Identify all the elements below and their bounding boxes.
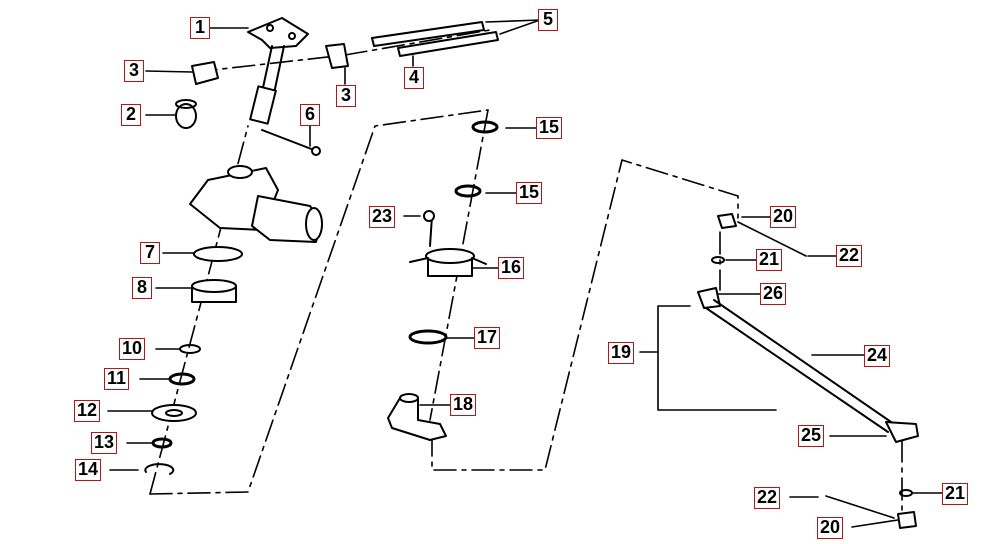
nut-20-lower (897, 511, 917, 529)
callout-20-lower: 20 (817, 517, 844, 539)
callout-24: 24 (864, 345, 891, 367)
callout-6: 6 (300, 104, 320, 126)
mounting-plate (247, 17, 309, 49)
washer-21-upper (711, 256, 725, 264)
bearing-11 (168, 372, 196, 386)
rod-end-25 (885, 421, 919, 443)
callout-12: 12 (74, 400, 101, 422)
callout-1: 1 (190, 17, 210, 39)
clip-14 (144, 463, 175, 475)
callout-21-upper: 21 (756, 249, 783, 271)
pin-22-upper (737, 221, 807, 257)
callout-2: 2 (121, 104, 141, 126)
callout-11: 11 (104, 368, 130, 390)
plate-12 (151, 404, 197, 422)
tie-rod-24 (705, 299, 895, 433)
washer-13 (151, 437, 173, 449)
ball-joint-26 (697, 287, 721, 309)
bearing-15-lower (454, 184, 482, 198)
callout-5: 5 (538, 9, 558, 31)
tie-rod-assembly (657, 213, 919, 529)
ring-17 (408, 329, 448, 345)
callout-21-lower: 21 (942, 483, 969, 505)
housing-assembly (387, 120, 499, 441)
bracket-left (191, 61, 219, 85)
callout-15-lower: 15 (516, 182, 543, 204)
callout-16: 16 (498, 257, 525, 279)
group-bracket-19 (657, 305, 777, 411)
bearing-15-upper (471, 120, 499, 134)
callout-22-lower: 22 (754, 487, 781, 509)
nut-20-upper (717, 213, 737, 229)
callout-19: 19 (608, 342, 635, 364)
callout-22-upper: 22 (836, 245, 863, 267)
callout-17: 17 (474, 327, 501, 349)
callout-7: 7 (140, 242, 160, 264)
bracket-right (325, 43, 349, 69)
callout-8: 8 (132, 277, 152, 299)
pitman-arm-18 (387, 397, 447, 441)
callout-13: 13 (91, 432, 118, 454)
callout-15-upper: 15 (536, 117, 563, 139)
callout-25: 25 (798, 425, 825, 447)
callout-20-upper: 20 (770, 206, 797, 228)
tie-bolt-lower (397, 31, 499, 57)
motor (251, 195, 323, 243)
clamp-ring (193, 246, 243, 262)
callout-18: 18 (450, 394, 477, 416)
callout-23: 23 (369, 206, 396, 228)
bolt-6 (261, 129, 315, 151)
bushing (175, 103, 197, 129)
callout-10: 10 (119, 338, 146, 360)
callout-3-right: 3 (336, 85, 356, 107)
pin-22-lower (825, 495, 895, 519)
callout-4: 4 (404, 67, 424, 89)
tie-bolt-upper (371, 21, 485, 47)
steering-column-assembly (144, 17, 499, 475)
callout-14: 14 (75, 459, 102, 481)
callout-26: 26 (760, 283, 787, 305)
leader-lines (107, 19, 943, 528)
callout-3-left: 3 (124, 60, 144, 82)
